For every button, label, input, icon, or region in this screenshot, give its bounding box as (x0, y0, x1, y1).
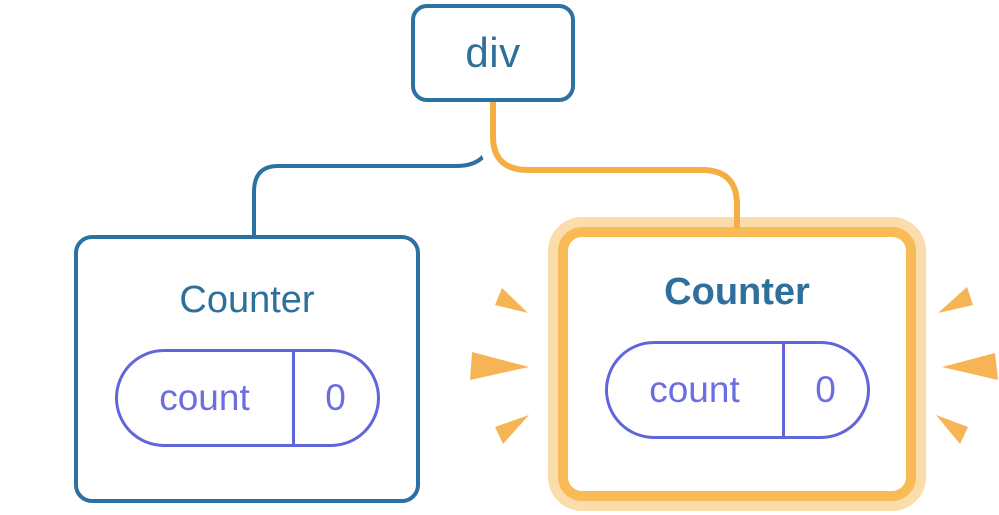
state-key-label: count (649, 369, 740, 410)
spark-white-bottom-icon (22, 418, 57, 451)
spark-orange-left-bottom-icon (495, 415, 529, 444)
state-value: 0 (325, 377, 346, 418)
state-value: 0 (815, 369, 836, 410)
root-node-label: div (465, 29, 521, 76)
spark-orange-left-middle-icon (470, 352, 529, 380)
edge-right-icon (490, 100, 740, 220)
state-key-cell: count (118, 352, 292, 444)
state-key-label: count (159, 377, 250, 418)
state-key-cell: count (608, 344, 782, 436)
spark-orange-right-top-icon (938, 287, 973, 313)
spark-white-middle-icon (0, 352, 55, 382)
counter-title: Counter (179, 279, 315, 321)
counter-node-left: Counter count 0 (74, 235, 420, 503)
state-value-cell: 0 (781, 344, 867, 436)
spark-orange-right-middle-icon (942, 353, 998, 380)
state-pill: count 0 (114, 349, 380, 447)
counter-title: Counter (664, 271, 810, 313)
counter-node-right-highlighted: Counter count 0 (558, 227, 916, 501)
edge-right-casing-icon (479, 100, 751, 218)
state-pill: count 0 (604, 341, 870, 439)
spark-white-top-icon (24, 291, 55, 325)
spark-orange-left-top-icon (495, 288, 528, 313)
edge-left-icon (252, 100, 493, 240)
state-value-cell: 0 (291, 352, 377, 444)
spark-orange-right-bottom-icon (936, 415, 968, 444)
root-node-div: div (411, 4, 575, 102)
